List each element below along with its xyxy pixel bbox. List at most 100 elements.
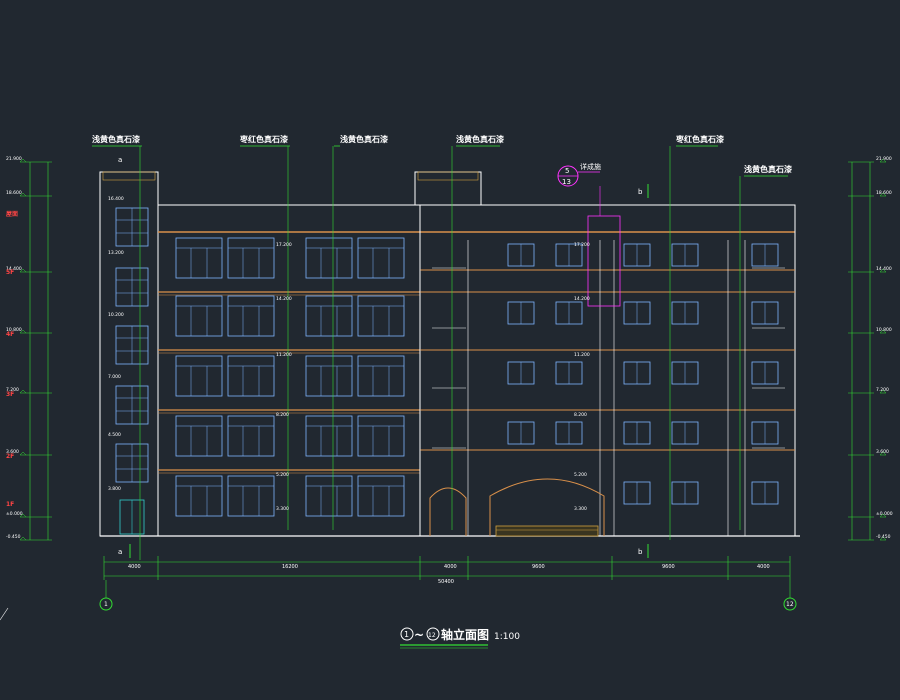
roof-box — [414, 171, 482, 206]
axis-label-right: 12 — [786, 601, 794, 608]
facade-window — [305, 237, 353, 279]
elevation-value: 21.900 — [6, 156, 22, 162]
title-tilde: ~ — [414, 628, 424, 642]
section-marks: a a b b — [118, 156, 643, 556]
level-triangle — [19, 536, 27, 541]
material-label-group: 浅黄色真石漆 枣红色真石漆 浅黄色真石漆 浅黄色真石漆 枣红色真石漆 浅黄色真石… — [92, 134, 792, 174]
facade-window — [227, 475, 275, 517]
dimension-segment: 4000 — [128, 564, 141, 570]
level-triangle — [879, 513, 887, 518]
facade-window — [175, 295, 223, 337]
level-triangle — [879, 192, 887, 197]
callout-note: 详成施 — [580, 162, 601, 171]
level-annotation: 11.200 — [574, 352, 590, 358]
title-text: 轴立面图 — [441, 627, 489, 642]
callout-top: 5 — [565, 167, 569, 175]
level-triangle — [879, 329, 887, 334]
elevation-value: 18.600 — [876, 190, 892, 196]
level-annotation: 8.200 — [276, 412, 289, 418]
dimension-lines — [0, 556, 791, 621]
title-circle-right: 12 — [428, 632, 436, 639]
stair-parapet — [102, 171, 156, 181]
dimension-total: 50400 — [438, 579, 454, 585]
level-triangle — [19, 513, 27, 518]
level-triangle — [879, 268, 887, 273]
stair-elevation: 7.000 — [108, 374, 121, 380]
facade-window — [357, 237, 405, 279]
callout-bottom: 13 — [562, 178, 571, 186]
axis-bubbles: 1 12 — [99, 597, 797, 611]
dimension-texts: 4000 16200 4000 9600 9600 4000 50400 — [128, 564, 770, 585]
level-triangle — [879, 536, 887, 541]
elevation-value: 10.800 — [876, 327, 892, 333]
stair-elevation: 4.500 — [108, 432, 121, 438]
dimension-segment: 9600 — [662, 564, 675, 570]
elevation-value: -0.450 — [6, 534, 21, 540]
floor-mark: 1F — [6, 501, 14, 508]
level-annotation: 5.200 — [276, 472, 289, 478]
section-mark: a — [118, 156, 122, 164]
level-triangle — [19, 158, 27, 163]
facade-window — [227, 415, 275, 457]
material-label: 浅黄色真石漆 — [744, 164, 792, 174]
level-annotation: 14.200 — [574, 296, 590, 302]
facade-window — [305, 415, 353, 457]
elevation-value: 3.600 — [6, 449, 19, 455]
level-annotation: 5.200 — [574, 472, 587, 478]
level-triangle — [879, 389, 887, 394]
facade-window — [357, 295, 405, 337]
dimension-segment: 4000 — [757, 564, 770, 570]
floor-mark: 5F — [6, 269, 14, 276]
level-triangle — [19, 192, 27, 197]
level-annotation: 14.200 — [276, 296, 292, 302]
facade-window — [357, 415, 405, 457]
elevation-value: ±0.000 — [6, 511, 23, 517]
elevation-scale-left — [19, 158, 52, 541]
material-label: 浅黄色真石漆 — [456, 134, 504, 144]
right-block-outline — [419, 204, 796, 537]
dimension-segment: 4000 — [444, 564, 457, 570]
facade-window — [227, 355, 275, 397]
drawing-title: 1 ~ 12 轴立面图 1:100 — [400, 627, 520, 649]
level-annotation: 3.300 — [276, 506, 289, 512]
section-mark: b — [638, 188, 643, 196]
level-annotation: 8.200 — [574, 412, 587, 418]
level-annotation: 17.200 — [574, 242, 590, 248]
level-annotation: 11.200 — [276, 352, 292, 358]
level-triangle — [19, 389, 27, 394]
entrance-steps — [495, 525, 599, 537]
facade-window — [305, 475, 353, 517]
elevation-value: 10.800 — [6, 327, 22, 333]
floor-mark: 3F — [6, 391, 14, 398]
edge-mark — [0, 607, 9, 621]
axis-label-left: 1 — [104, 601, 108, 608]
elevation-value: 14.400 — [876, 266, 892, 272]
elevation-value: 7.200 — [6, 387, 19, 393]
facade-window — [305, 355, 353, 397]
main-block-outline — [157, 204, 421, 537]
material-label: 枣红色真石漆 — [675, 134, 724, 144]
material-label: 枣红色真石漆 — [239, 134, 288, 144]
material-label: 浅黄色真石漆 — [92, 134, 140, 144]
stair-tower-outline — [99, 171, 159, 537]
dimension-segment: 9600 — [532, 564, 545, 570]
dimension-segment: 16200 — [282, 564, 298, 570]
level-triangle — [879, 158, 887, 163]
section-mark: a — [118, 548, 122, 556]
floor-mark: 2F — [6, 453, 14, 460]
detail-callout: 5 13 详成施 — [557, 162, 601, 187]
facade-window — [175, 355, 223, 397]
elevation-value: 18.600 — [6, 190, 22, 196]
elevation-value: 3.600 — [876, 449, 889, 455]
stair-elevation: 13.200 — [108, 250, 124, 256]
material-leaders — [92, 145, 788, 560]
arch-small — [429, 487, 467, 536]
level-triangle — [879, 451, 887, 456]
title-scale: 1:100 — [494, 632, 520, 642]
elevation-value: 7.200 — [876, 387, 889, 393]
roof-box-cornice — [417, 171, 479, 181]
title-circle-left: 1 — [404, 630, 409, 639]
